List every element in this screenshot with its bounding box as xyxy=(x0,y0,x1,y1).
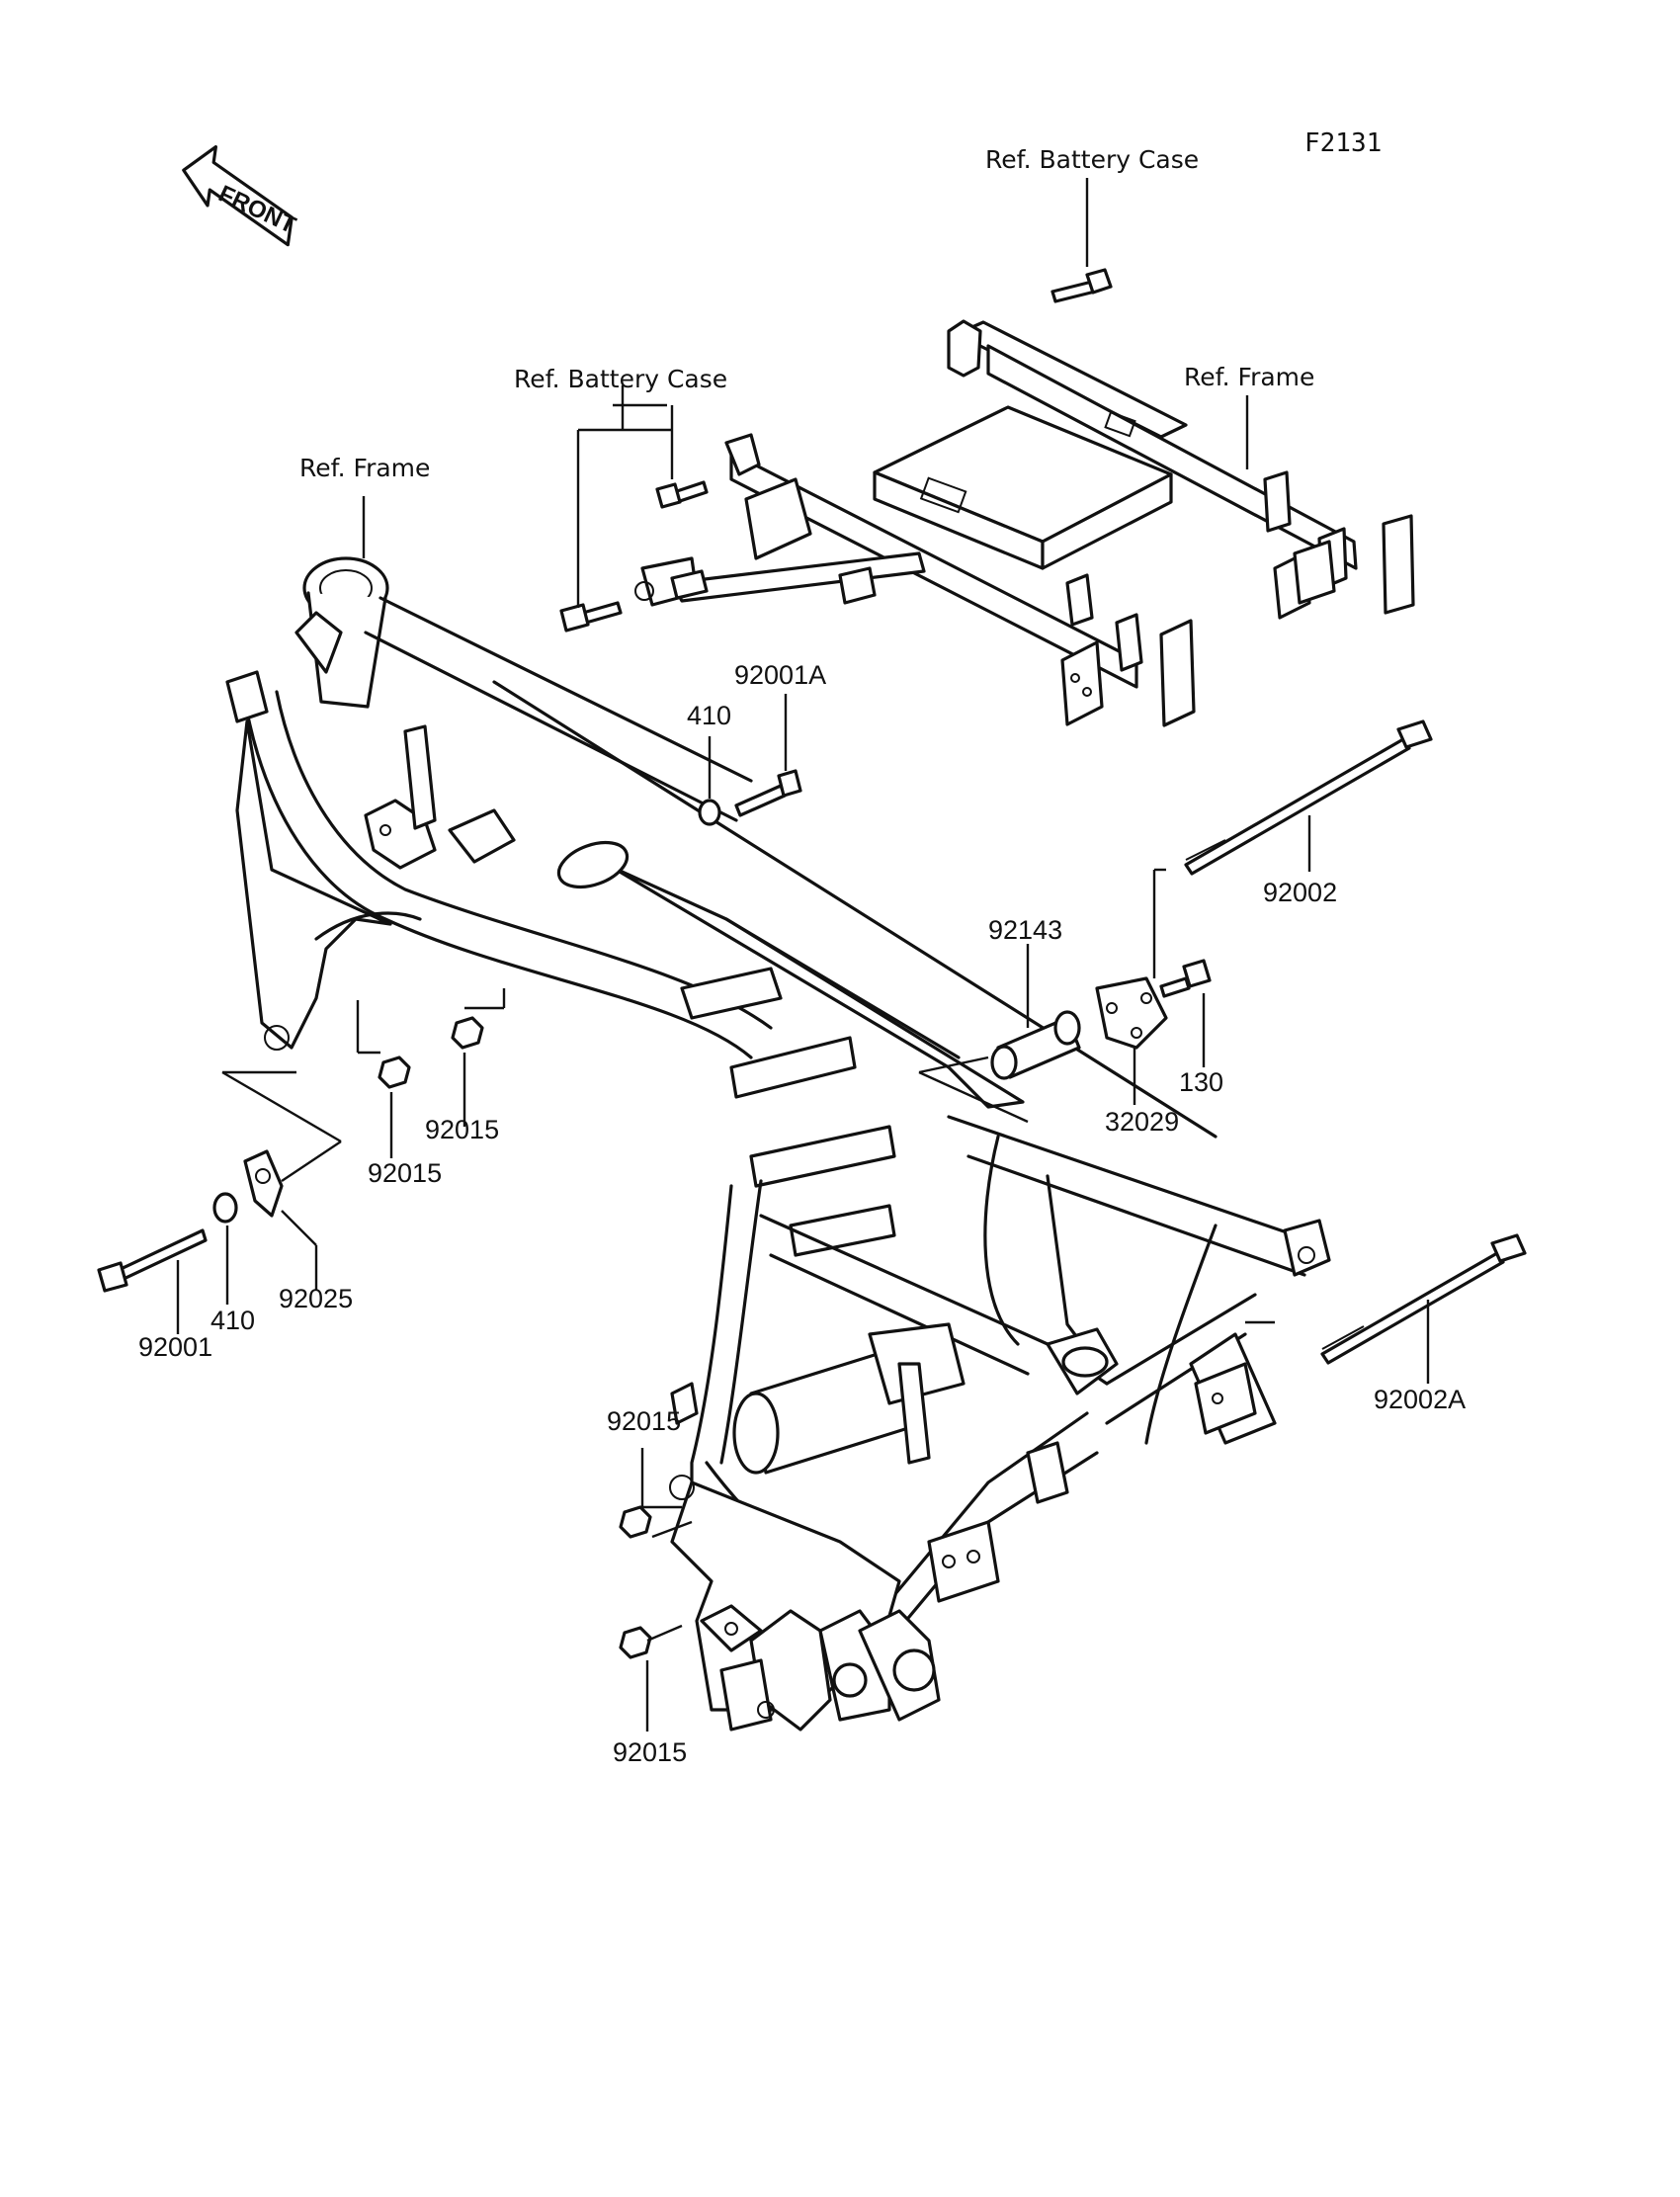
label-92002A: 92002A xyxy=(1374,1385,1466,1414)
bolt-92001A xyxy=(734,769,802,817)
battery-case-bracket xyxy=(634,319,1415,727)
label-92001A: 92001A xyxy=(734,660,826,690)
label-410-left: 410 xyxy=(210,1306,255,1335)
label-ref-frame-left: Ref. Frame xyxy=(299,454,430,482)
bolt-130 xyxy=(1159,959,1212,998)
label-32029: 32029 xyxy=(1105,1107,1179,1137)
washer-410-left xyxy=(212,1192,238,1224)
clip-92025 xyxy=(243,1149,284,1218)
label-ref-battery-case-top: Ref. Battery Case xyxy=(985,145,1199,174)
label-92015-d: 92015 xyxy=(613,1737,687,1767)
label-ref-frame-top-right: Ref. Frame xyxy=(1184,363,1314,391)
label-130: 130 xyxy=(1179,1067,1223,1097)
bolt-92002 xyxy=(1184,719,1433,876)
figure-code: F2131 xyxy=(1304,128,1382,158)
main-frame xyxy=(225,556,1331,1732)
nut-92015-b xyxy=(378,1056,411,1089)
spacer-92143 xyxy=(990,1010,1081,1080)
label-92025: 92025 xyxy=(279,1284,353,1313)
label-92015-b: 92015 xyxy=(368,1158,442,1188)
label-92002: 92002 xyxy=(1263,878,1337,907)
front-arrow-text: FRONT xyxy=(214,180,300,239)
battery-case-bolt-top xyxy=(1050,268,1113,303)
label-92015-c: 92015 xyxy=(607,1406,681,1436)
bolt-92002A xyxy=(1320,1233,1527,1365)
washer-410-top xyxy=(698,799,721,826)
nut-92015-d xyxy=(619,1626,652,1659)
front-arrow-icon: FRONT xyxy=(182,144,300,247)
battery-case-bolt-mid xyxy=(655,480,709,509)
label-92015-a: 92015 xyxy=(425,1115,499,1144)
nut-92015-a xyxy=(451,1016,484,1050)
bolt-92001 xyxy=(97,1228,208,1293)
leader-lines xyxy=(176,178,1430,1732)
label-92001: 92001 xyxy=(138,1332,212,1362)
bracket-32029 xyxy=(1095,976,1168,1050)
label-410-top: 410 xyxy=(687,701,731,730)
label-ref-battery-case-mid: Ref. Battery Case xyxy=(514,365,727,393)
label-92143: 92143 xyxy=(988,915,1062,945)
battery-case-bolt-lower xyxy=(559,601,623,633)
nut-92015-c xyxy=(619,1505,652,1539)
